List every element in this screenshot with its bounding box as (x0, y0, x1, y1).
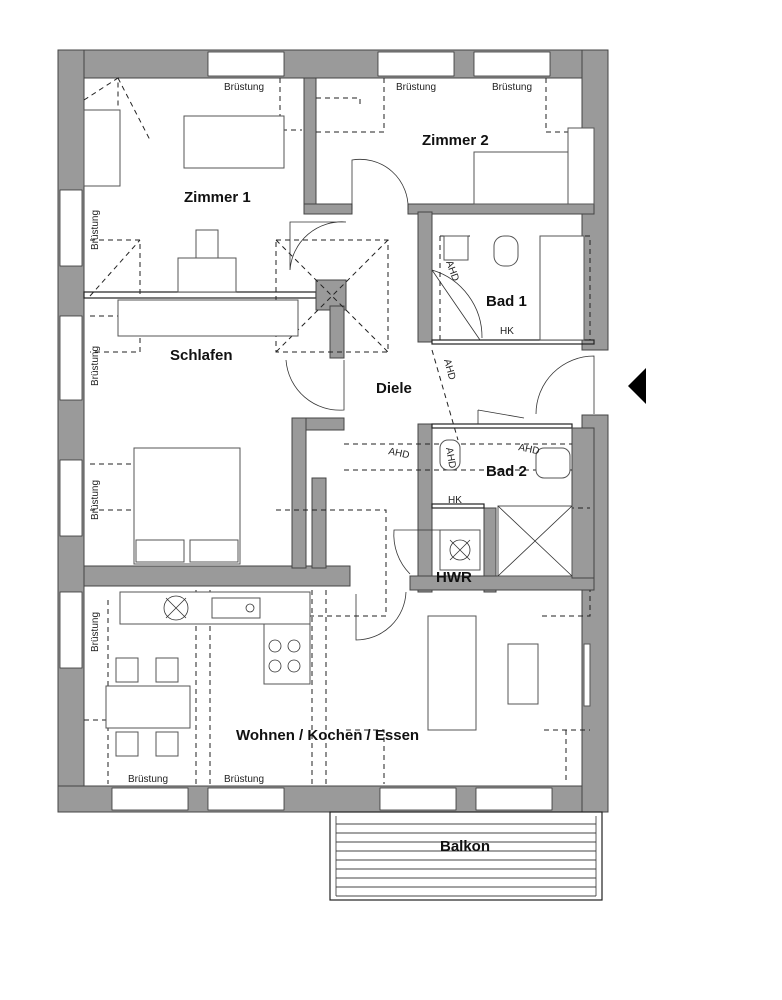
room-label-schlafen: Schlafen (170, 347, 233, 364)
interior-walls (83, 77, 595, 593)
bruestung-label: Brüstung (90, 210, 101, 250)
bruestung-label: Brüstung (224, 774, 264, 785)
bruestung-label: Brüstung (224, 82, 264, 93)
hk-label: HK (448, 495, 462, 506)
balcony (329, 811, 603, 901)
bruestung-label: Brüstung (492, 82, 532, 93)
ahd-label: AHD (443, 259, 461, 283)
room-label-wohnen: Wohnen / Kochen / Essen (236, 727, 419, 744)
bathtub-bad1 (539, 235, 585, 341)
ahd-label: AHD (517, 442, 540, 457)
room-label-diele: Diele (376, 380, 412, 397)
desk-zimmer1 (177, 257, 237, 293)
room-label-zimmer1: Zimmer 1 (184, 189, 251, 206)
room-label-zimmer2: Zimmer 2 (422, 132, 489, 149)
coffee-table (507, 643, 539, 705)
entrance-arrow-icon (628, 368, 646, 404)
ahd-label: AHD (441, 358, 457, 381)
sofa (427, 615, 477, 731)
room-label-balkon: Balkon (440, 838, 490, 855)
furniture (83, 109, 595, 757)
ahd-label: AHD (387, 446, 410, 461)
bruestung-label: Brüstung (90, 480, 101, 520)
bruestung-label: Brüstung (128, 774, 168, 785)
stove (263, 623, 311, 685)
dining-table (105, 685, 191, 729)
room-label-bad1: Bad 1 (486, 293, 527, 310)
room-label-hwr: HWR (436, 569, 472, 586)
bruestung-label: Brüstung (396, 82, 436, 93)
bed-zimmer1 (183, 115, 285, 169)
hk-label: HK (500, 326, 514, 337)
ahd-label: AHD (443, 447, 458, 470)
room-label-bad2: Bad 2 (486, 463, 527, 480)
doors (285, 158, 595, 641)
bruestung-label: Brüstung (90, 612, 101, 652)
bruestung-label: Brüstung (90, 346, 101, 386)
